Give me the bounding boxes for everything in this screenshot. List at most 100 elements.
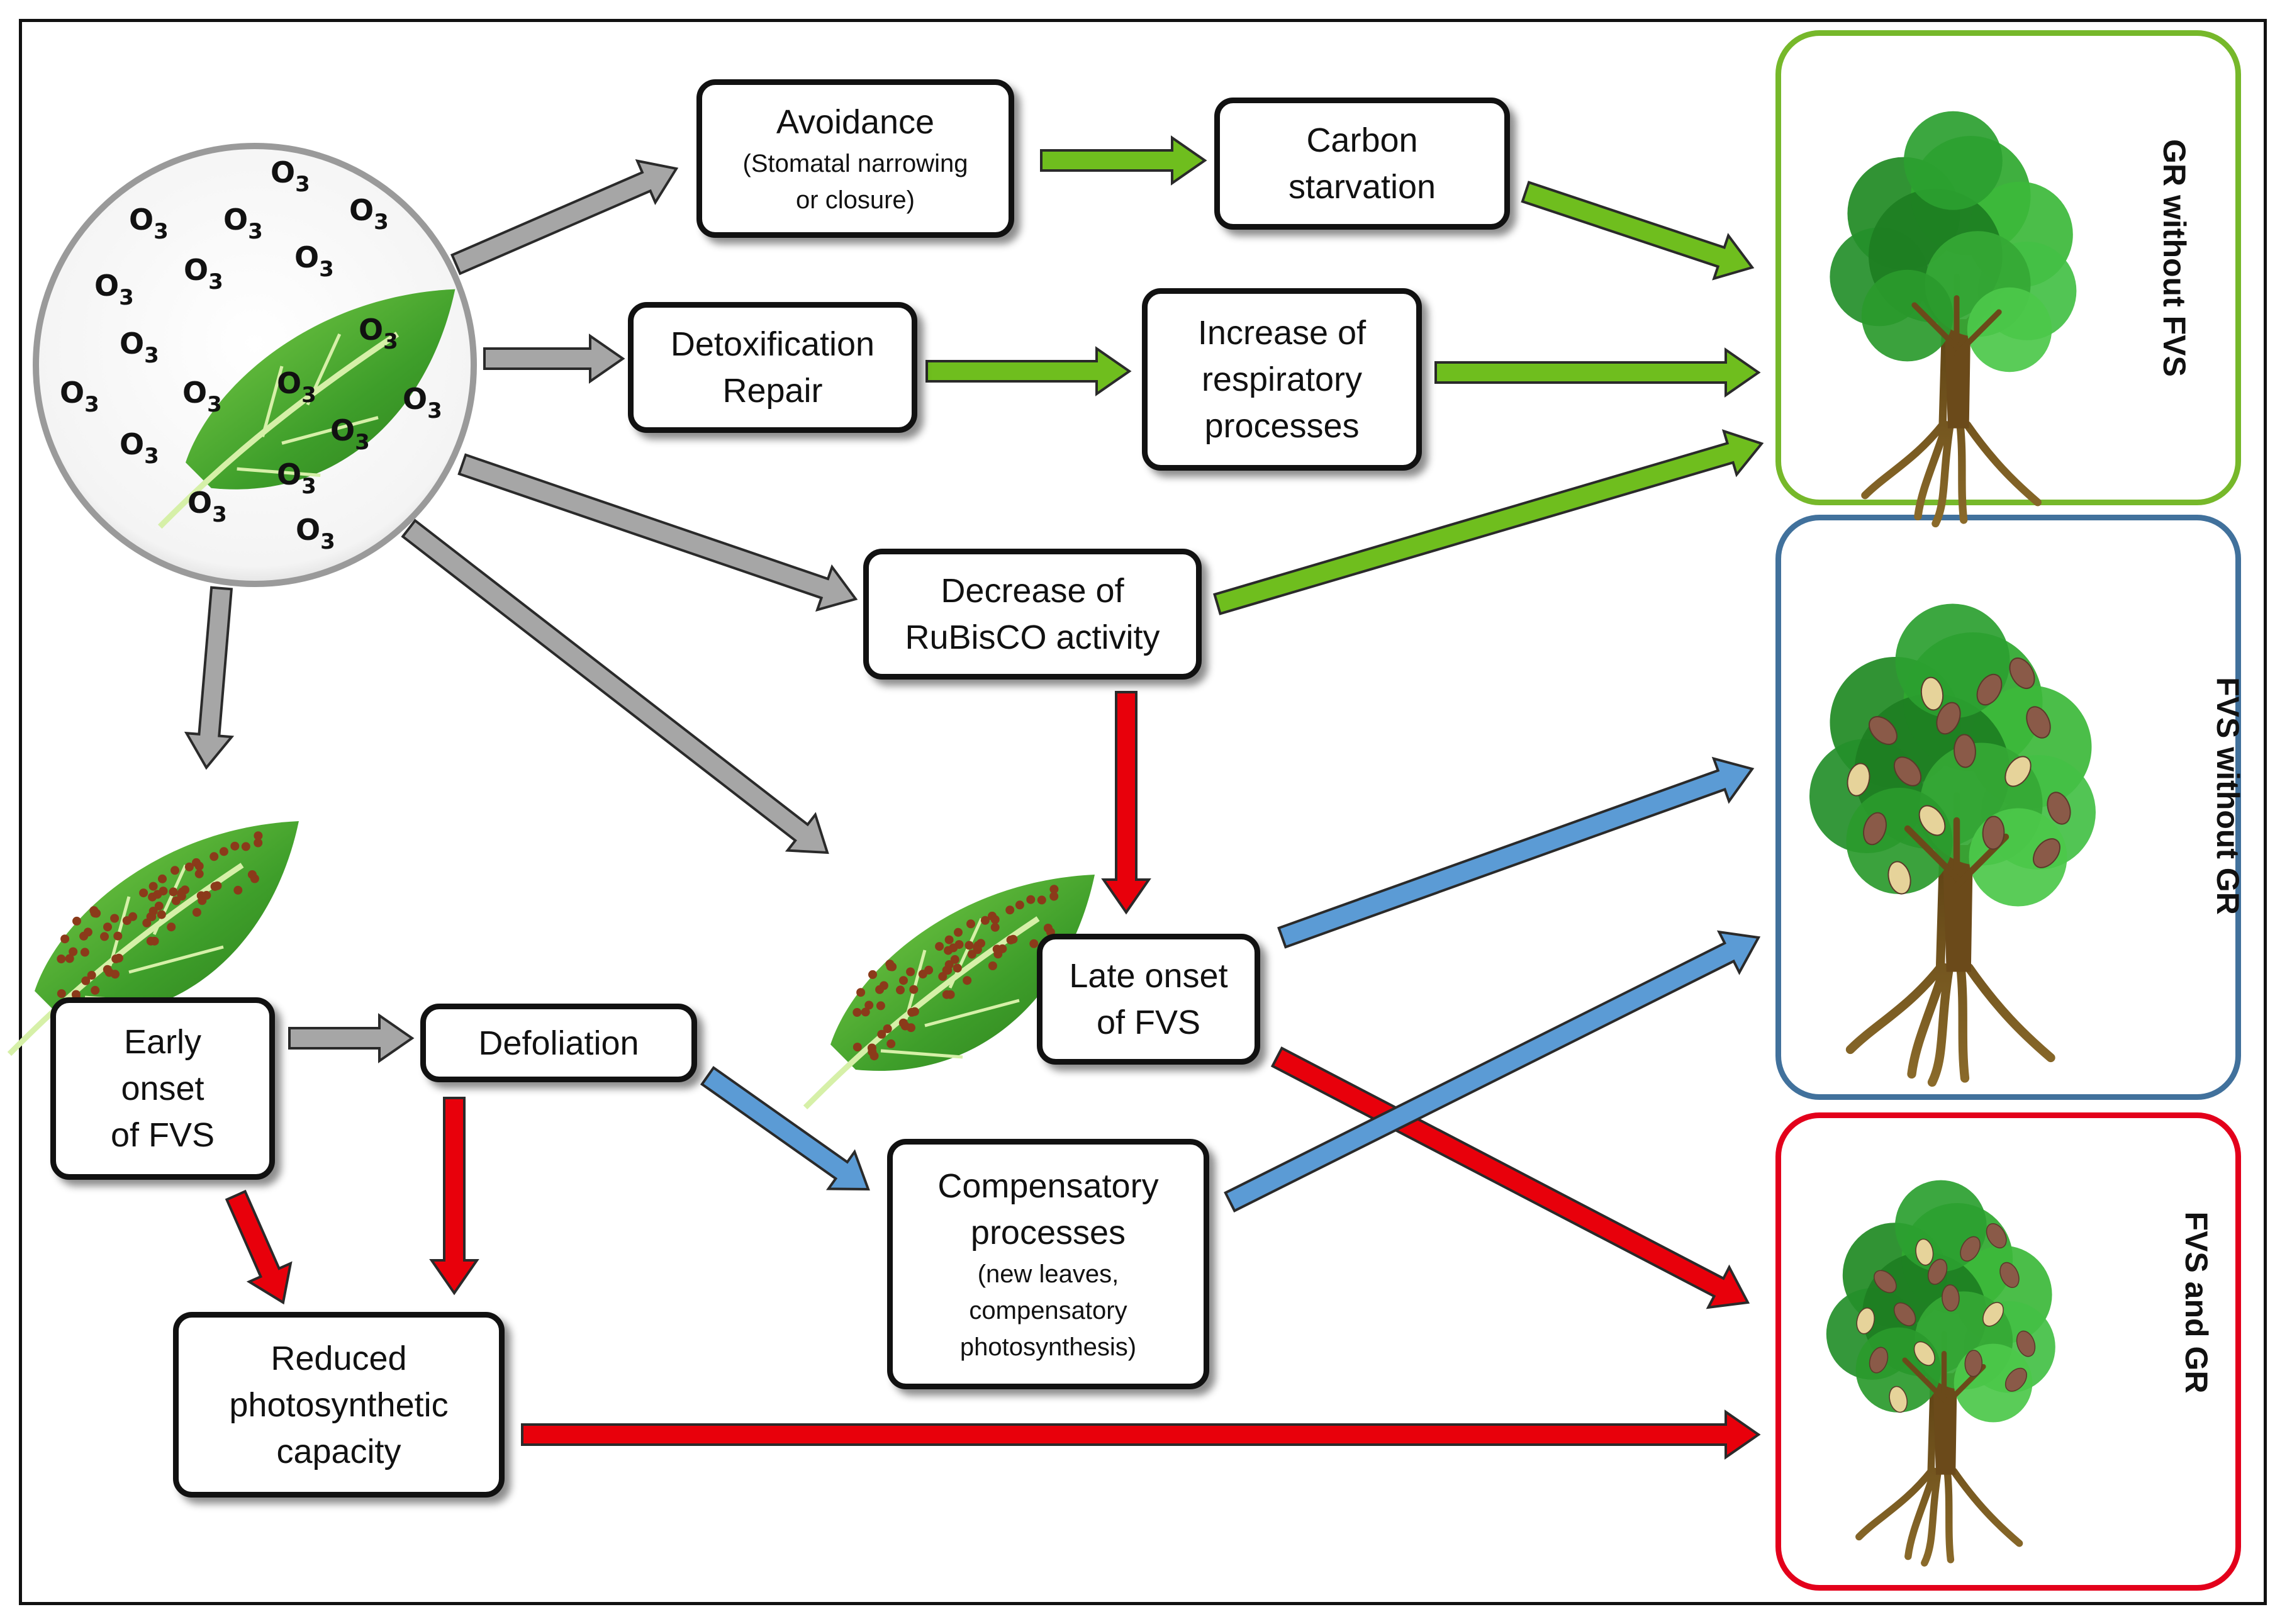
leaf-spot: [81, 976, 91, 985]
leaf-spot: [861, 1007, 870, 1017]
arrow-rubisco-to-late-onset: [1101, 691, 1151, 915]
label-gr-without-fvs: GR without FVS: [2157, 139, 2192, 377]
leaf-spot: [1006, 935, 1015, 944]
arrow-ozone-to-early-leaf: [184, 586, 235, 770]
leaf-spot: [153, 890, 162, 899]
arrow-early-to-defoliation: [288, 1013, 415, 1063]
arrow-ozone-to-rubisco: [457, 453, 858, 612]
leaf-spot: [944, 935, 954, 944]
damaged-leaf: [1887, 861, 1911, 895]
leaf-spot: [856, 988, 866, 997]
leaf-spot: [966, 919, 975, 929]
ozone-molecule-label: O3: [271, 155, 310, 197]
leaf-spot: [91, 985, 100, 995]
leaf-spot: [65, 954, 74, 963]
canopy-blob: [1967, 287, 2052, 372]
damaged-leaf: [1893, 1302, 1916, 1326]
leaf-spot: [990, 915, 1000, 924]
arrow-defoliation-to-compensatory: [700, 1066, 870, 1191]
damaged-leaf: [1927, 1258, 1948, 1285]
damaged-leaf: [1889, 1386, 1908, 1413]
box-detoxification: Detoxification Repair: [628, 302, 917, 433]
ozone-molecule-label: O3: [182, 376, 222, 417]
damaged-leaf: [1920, 676, 1944, 711]
damaged-leaf: [1960, 1236, 1981, 1262]
leaf-spot: [247, 870, 257, 879]
leaf-spot: [1049, 892, 1059, 901]
leaf-spot: [964, 941, 974, 950]
label-fvs-without-gr: FVS without GR: [2210, 677, 2245, 915]
leaf-spot: [1026, 895, 1036, 904]
compensatory-title: Compensatory processes: [937, 1167, 1159, 1252]
late-onset-title: Late onset of FVS: [1069, 957, 1228, 1041]
ozone-molecule-label: O3: [277, 457, 316, 499]
leaf-spot: [906, 967, 915, 977]
leaf-spot: [139, 888, 148, 898]
avoidance-subtitle: (Stomatal narrowing or closure): [742, 150, 968, 214]
leaf-spot: [192, 908, 201, 917]
ozone-molecule-label: O3: [187, 486, 227, 527]
arrow-ozone-to-detoxification: [483, 333, 625, 384]
compensatory-subtitle: (new leaves, compensatory photosynthesis…: [959, 1260, 1137, 1361]
leaf-spot: [210, 852, 219, 861]
leaf-spot: [177, 892, 186, 901]
leaf-spot: [896, 985, 905, 995]
ozone-circle: [33, 143, 477, 587]
avoidance-title: Avoidance: [776, 103, 935, 141]
damaged-leaf: [1893, 756, 1922, 787]
leaf-spot: [1029, 939, 1039, 948]
ozone-molecule-label: O3: [330, 413, 370, 455]
leaf-spot: [938, 972, 948, 981]
leaf-spot: [950, 955, 959, 964]
box-rubisco: Decrease of RuBisCO activity: [863, 549, 1202, 680]
leaf-spot: [954, 927, 963, 937]
damaged-leaf: [1874, 1270, 1897, 1294]
leaf-spot: [113, 931, 123, 941]
leaf-spot: [949, 943, 958, 953]
leaf-spot: [990, 922, 1000, 932]
damaged-leaf: [1976, 673, 2003, 706]
leaf-spot: [69, 947, 78, 956]
leaf-spot: [148, 907, 158, 916]
tree-fvs: [1809, 603, 2096, 1087]
leaf-spot: [1005, 905, 1015, 915]
leaf-spot: [876, 1001, 885, 1011]
tree-inner-branches: [1911, 295, 2002, 357]
arrow-respiratory-to-gr: [1434, 347, 1761, 398]
leaf-spot: [167, 922, 176, 932]
ozone-molecule-label: O3: [184, 253, 223, 294]
damaged-leaf: [1869, 1347, 1889, 1374]
leaf-spot: [87, 971, 96, 980]
leaf-spot: [935, 942, 944, 951]
early-onset-title: Early onset of FVS: [110, 1023, 215, 1154]
leaf-spot: [194, 861, 204, 871]
leaf-spot: [100, 932, 109, 941]
damaged-leaf: [2026, 706, 2051, 739]
leaf-spot: [898, 1018, 908, 1028]
leaf-spot: [230, 841, 240, 851]
leaf-spot: [953, 963, 962, 973]
leaf-spot: [883, 1024, 892, 1033]
leaf-spot: [111, 954, 121, 963]
damaged-leaf: [1847, 763, 1870, 797]
detoxification-title: Detoxification Repair: [670, 325, 875, 410]
carbon-starvation-title: Carbon starvation: [1288, 121, 1436, 206]
box-defoliation: Defoliation: [420, 1004, 697, 1082]
arrow-compensatory-to-fvs: [1224, 930, 1761, 1212]
leaf-spot: [241, 842, 250, 851]
leaf-spot: [219, 847, 228, 856]
leaf-spot: [868, 970, 877, 979]
rubisco-title: Decrease of RuBisCO activity: [905, 572, 1160, 656]
leaf-spot: [1043, 924, 1053, 932]
leaf-spot: [169, 887, 178, 897]
leaf-spot: [103, 965, 112, 974]
arrow-rubisco-to-gr: [1213, 429, 1764, 615]
leaf-spot: [963, 976, 972, 985]
leaf-spot: [60, 934, 70, 944]
ozone-molecule-label: O3: [349, 193, 389, 235]
leaf-spot: [907, 1023, 915, 1033]
damaged-leaf: [1986, 1223, 2007, 1249]
tree-fvs-gr: [1826, 1180, 2055, 1567]
tree-roots: [1861, 301, 2042, 528]
